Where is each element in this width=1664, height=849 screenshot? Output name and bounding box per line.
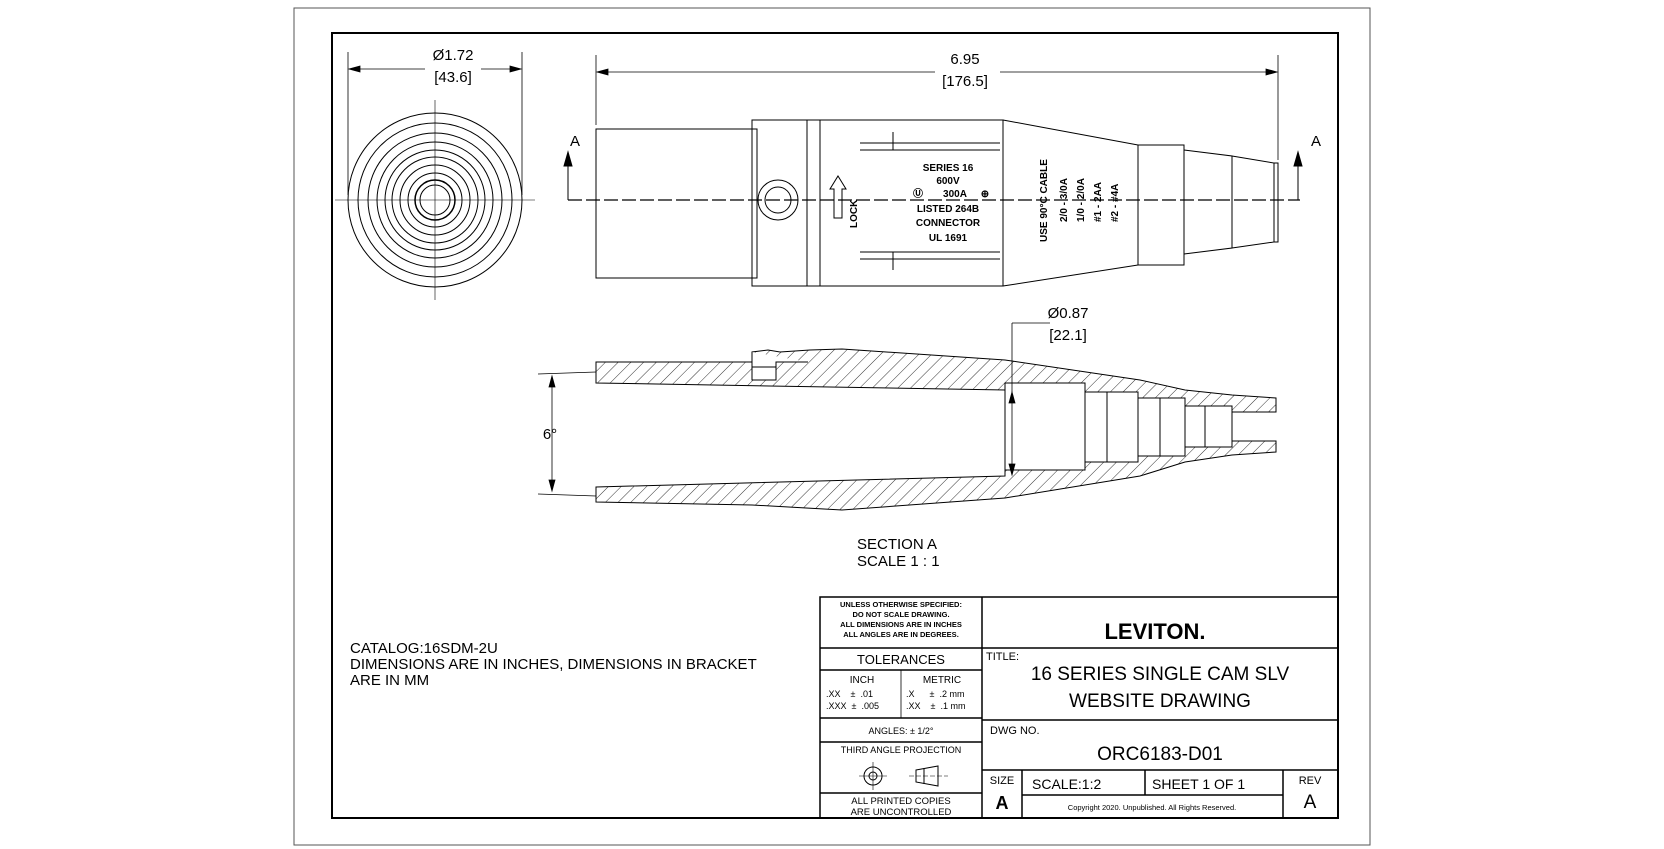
svg-text:Ⓤ: Ⓤ [913, 187, 923, 200]
dim-bore-diameter-mm: [22.1] [1049, 327, 1087, 344]
svg-text:⊕: ⊕ [981, 189, 989, 200]
scale-value: SCALE:1:2 [1032, 776, 1101, 792]
angle-dimension [537, 371, 597, 497]
end-view-dimension [347, 52, 523, 195]
svg-text:600V: 600V [936, 176, 960, 187]
svg-text:CONNECTOR: CONNECTOR [916, 218, 981, 229]
cable-markings: USE 90°C CABLE 2/0 - 3/0A 1/0 - 2/0A #1 … [1039, 159, 1121, 242]
dimensions-note-1: DIMENSIONS ARE IN INCHES, DIMENSIONS IN … [350, 656, 757, 673]
angles-tolerance: ANGLES: ± 1/2° [868, 726, 933, 736]
sheet-value: SHEET 1 OF 1 [1152, 776, 1245, 792]
dimensions-note-2: ARE IN MM [350, 672, 429, 689]
dim-bore-diameter: Ø0.87 [1048, 305, 1089, 322]
dim-angle: 6° [543, 426, 557, 443]
svg-text:ALL DIMENSIONS ARE IN INCHES: ALL DIMENSIONS ARE IN INCHES [840, 620, 962, 629]
svg-text:UL 1691: UL 1691 [929, 233, 968, 244]
svg-text:ALL ANGLES ARE IN DEGREES.: ALL ANGLES ARE IN DEGREES. [843, 630, 959, 639]
section-arrows [563, 150, 1303, 200]
svg-text:#1 - 2AA: #1 - 2AA [1093, 182, 1104, 222]
size-label: SIZE [990, 775, 1014, 787]
dim-diameter-overall: Ø1.72 [433, 47, 474, 64]
projection-cone-icon [909, 765, 948, 787]
projection-label: THIRD ANGLE PROJECTION [841, 745, 962, 755]
dwg-label: DWG NO. [990, 725, 1040, 737]
metric-label: METRIC [923, 675, 961, 686]
section-view [595, 348, 1277, 511]
section-marker-right: A [1311, 133, 1321, 150]
side-view [568, 119, 1300, 287]
copies-note-1: ALL PRINTED COPIES [851, 796, 950, 807]
tolerances-label: TOLERANCES [857, 652, 945, 667]
inch-tolerance-2: .XXX ± .005 [826, 701, 879, 711]
title-line-2: WEBSITE DRAWING [1069, 691, 1251, 712]
title-label: TITLE: [986, 651, 1019, 663]
svg-text:LISTED 264B: LISTED 264B [917, 204, 979, 215]
dwg-number: ORC6183-D01 [1097, 744, 1223, 765]
dim-diameter-overall-mm: [43.6] [434, 69, 472, 86]
series-markings: SERIES 16 600V 300A LISTED 264B CONNECTO… [913, 163, 989, 244]
end-view [335, 100, 535, 300]
svg-text:#2 - #4A: #2 - #4A [1110, 184, 1121, 222]
copies-note-2: ARE UNCONTROLLED [851, 807, 952, 818]
outer-border [293, 7, 1371, 846]
dim-length-overall: 6.95 [950, 51, 979, 68]
rev-value: A [1304, 792, 1317, 813]
section-title: SECTION A [857, 536, 937, 553]
svg-text:1/0 - 2/0A: 1/0 - 2/0A [1076, 178, 1087, 222]
inch-label: INCH [850, 675, 874, 686]
title-block-grid [819, 596, 1339, 819]
svg-text:300A: 300A [943, 189, 967, 200]
section-scale: SCALE 1 : 1 [857, 553, 940, 570]
bore-dimension [1008, 322, 1050, 477]
svg-text:UNLESS OTHERWISE SPECIFIED:: UNLESS OTHERWISE SPECIFIED: [840, 600, 962, 609]
copyright-note: Copyright 2020. Unpublished. All Rights … [1068, 803, 1236, 812]
svg-text:SERIES 16: SERIES 16 [923, 163, 974, 174]
dim-length-overall-mm: [176.5] [942, 73, 988, 90]
inch-tolerance-1: .XX ± .01 [826, 689, 873, 699]
svg-text:USE 90°C CABLE: USE 90°C CABLE [1039, 159, 1050, 242]
length-dimension [595, 55, 1279, 160]
company-logo: LEVITON. [1104, 619, 1205, 644]
unless-specified: UNLESS OTHERWISE SPECIFIED: DO NOT SCALE… [840, 600, 962, 639]
size-value: A [996, 793, 1009, 813]
title-line-1: 16 SERIES SINGLE CAM SLV [1031, 664, 1290, 685]
lock-arrow [829, 175, 847, 219]
svg-text:2/0 - 3/0A: 2/0 - 3/0A [1059, 178, 1070, 222]
lock-marking: LOCK [849, 199, 860, 228]
metric-tolerance-1: .X ± .2 mm [906, 689, 964, 699]
projection-circle-icon [859, 762, 887, 790]
rev-label: REV [1299, 775, 1322, 787]
catalog-note: CATALOG:16SDM-2U [350, 640, 498, 657]
metric-tolerance-2: .XX ± .1 mm [906, 701, 965, 711]
svg-text:DO NOT SCALE DRAWING.: DO NOT SCALE DRAWING. [852, 610, 949, 619]
section-marker-left: A [570, 133, 580, 150]
